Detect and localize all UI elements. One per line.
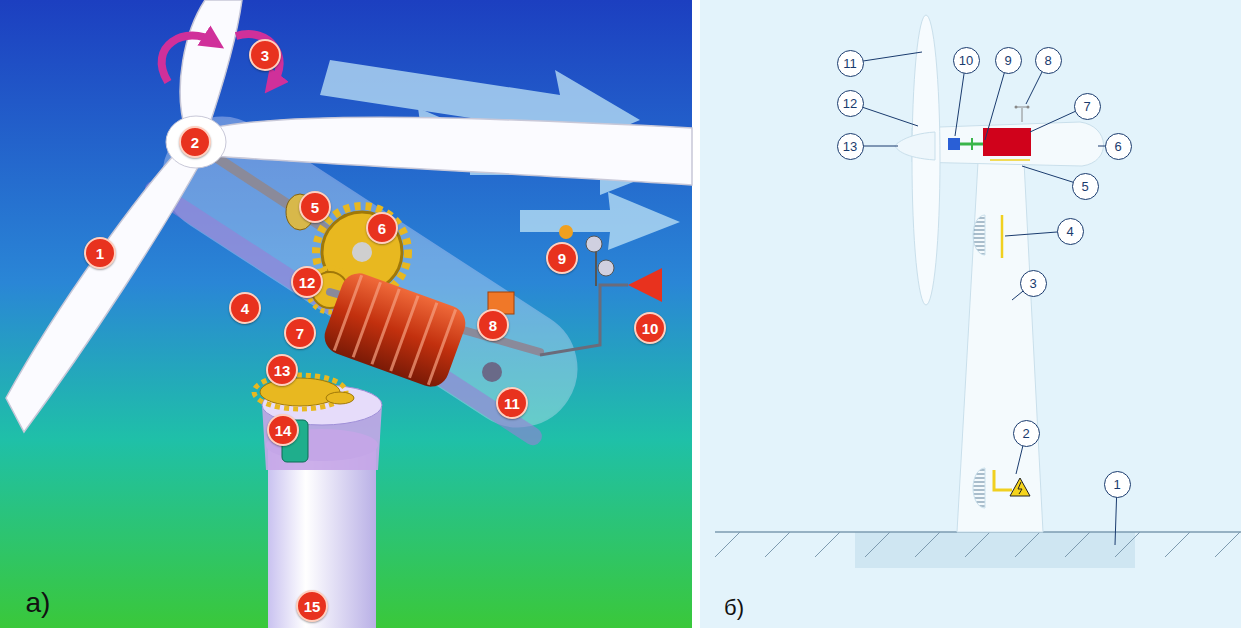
callout-number: 6 <box>366 212 398 244</box>
callout-number: 12 <box>291 266 323 298</box>
callout-number: 1 <box>84 237 116 269</box>
callout-number: 12 <box>837 90 864 117</box>
callout-number: 9 <box>546 242 578 274</box>
callout-number: 8 <box>1035 47 1062 74</box>
panel-label: б) <box>724 597 744 619</box>
callout-number: 13 <box>266 354 298 386</box>
callout-number: 9 <box>995 47 1022 74</box>
callout-number: 6 <box>1105 133 1132 160</box>
callout-number: 13 <box>837 133 864 160</box>
callout-number: 5 <box>299 191 331 223</box>
callout-number: 15 <box>296 590 328 622</box>
callout-number: 4 <box>1057 218 1084 245</box>
callout-number: 8 <box>477 309 509 341</box>
callout-number: 5 <box>1072 173 1099 200</box>
callout-number: 10 <box>953 47 980 74</box>
callout-number: 3 <box>1020 270 1047 297</box>
callout-number: 11 <box>837 50 864 77</box>
callout-number: 7 <box>1074 93 1101 120</box>
callout-number: 7 <box>284 317 316 349</box>
callout-number: 2 <box>179 126 211 158</box>
callout-number: 14 <box>267 414 299 446</box>
callout-number: 3 <box>249 39 281 71</box>
callout-number: 1 <box>1104 471 1131 498</box>
leader-lines <box>850 52 1118 545</box>
panel-label: а) <box>26 589 51 617</box>
callout-number: 10 <box>634 312 666 344</box>
callout-number: 4 <box>229 292 261 324</box>
callout-number: 2 <box>1013 420 1040 447</box>
callout-number: 11 <box>496 387 528 419</box>
